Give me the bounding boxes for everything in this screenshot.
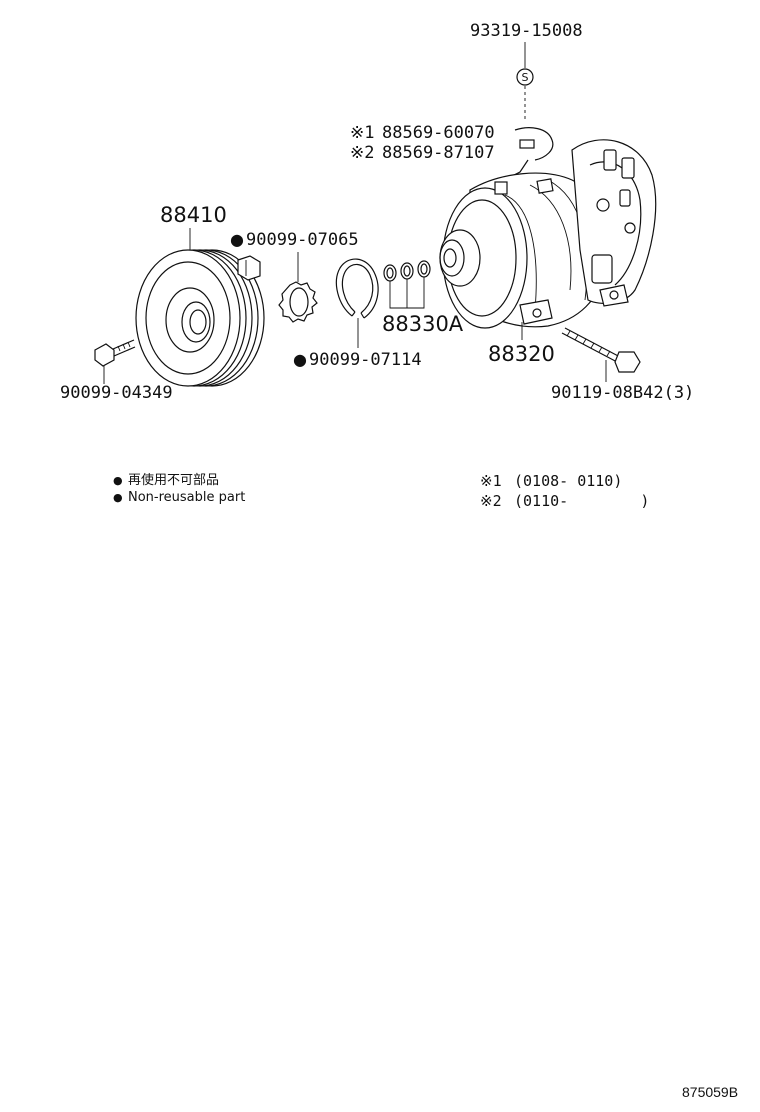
snap-ring-illustration[interactable] (335, 258, 379, 319)
legend-text-jp: 再使用不可部品 (128, 472, 219, 488)
date-note-2-range: (0110- ) (514, 492, 649, 510)
sensor-connector (519, 139, 535, 149)
part-number-88410[interactable]: 88410 (160, 203, 227, 227)
date-note-1-range: (0108- 0110) (514, 472, 622, 490)
svg-text:S: S (522, 71, 529, 84)
shim-illustration[interactable] (278, 281, 318, 323)
date-note-2-mark: ※2 (480, 492, 502, 510)
non-reusable-mark-07065: ● (230, 230, 244, 249)
legend-dot-jp: ● (113, 474, 123, 487)
legend-dot-en: ● (113, 491, 123, 504)
pulley-illustration[interactable] (135, 249, 265, 387)
sensor-wire (514, 127, 554, 161)
compressor-illustration[interactable] (439, 127, 657, 329)
note-mark-2: ※2 (350, 143, 374, 163)
part-number-90119-08B42[interactable]: 90119-08B42(3) (551, 383, 694, 403)
part-number-88330A[interactable]: 88330A (382, 312, 464, 336)
part-number-93319-15008[interactable]: 93319-15008 (470, 21, 583, 41)
diagram-code: 875059B (682, 1084, 738, 1100)
part-number-88569-87107[interactable]: 88569-87107 (382, 143, 495, 163)
legend-text-en: Non-reusable part (128, 490, 245, 505)
part-number-90099-07114[interactable]: 90099-07114 (309, 350, 422, 370)
part-number-88569-60070[interactable]: 88569-60070 (382, 123, 495, 143)
washer-set-illustration[interactable] (383, 260, 431, 282)
clutch-connector-illustration (237, 255, 261, 281)
part-number-88320[interactable]: 88320 (488, 342, 555, 366)
leader-bracket-88330A (389, 277, 425, 309)
part-number-90099-07065[interactable]: 90099-07065 (246, 230, 359, 250)
standard-part-s-icon: S (516, 68, 534, 86)
note-mark-1: ※1 (350, 123, 374, 143)
date-note-1-mark: ※1 (480, 472, 502, 490)
part-number-90099-04349[interactable]: 90099-04349 (60, 383, 173, 403)
long-bolt-illustration[interactable] (561, 327, 641, 373)
non-reusable-mark-07114: ● (293, 350, 307, 369)
small-bolt-illustration[interactable] (94, 339, 136, 367)
